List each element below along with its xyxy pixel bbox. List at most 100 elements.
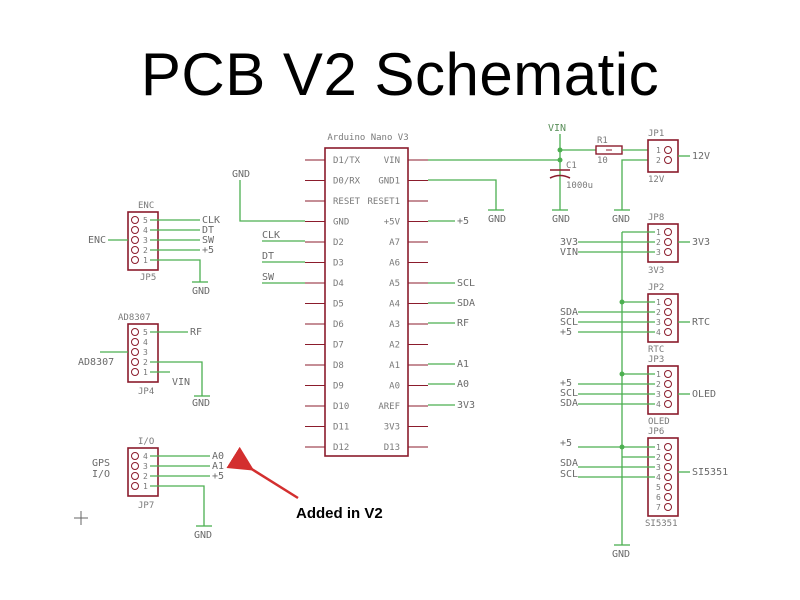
net-clk-enc: CLK [202,215,220,226]
pin-circle [131,338,139,346]
net-a1-io: A1 [212,461,224,472]
net-dt-enc: DT [202,225,214,236]
nano-right-pin-label: GND1 [378,177,400,187]
nano-left-pin-label: D9 [333,382,344,392]
pin-circle [664,370,672,378]
nano-right-pin-label: A7 [389,238,400,248]
jp8-value: 3V3 [648,266,664,276]
nano-right-pin-label: AREF [378,402,400,412]
net-scl-nano: SCL [457,278,475,289]
net-si5351: SI5351 [692,467,728,478]
pin-number: 4 [656,400,661,409]
pin-circle [131,368,139,376]
net-io-label: I/O [92,469,110,480]
nano-left-pin-label: D4 [333,279,344,289]
pin-circle [131,226,139,234]
net-scl-jp6: SCL [560,469,578,480]
net-3v3-nano: 3V3 [457,400,475,411]
pin-circle [664,380,672,388]
nano-left-pin-label: D0/RX [333,177,361,187]
nano-right-pin-label: A3 [389,320,400,330]
net-gps-label: GPS [92,458,110,469]
pin-number: 2 [656,380,661,389]
net-3v3-out: 3V3 [692,237,710,248]
nano-left-pin-label: D10 [333,402,349,412]
annotation-arrow-icon [226,446,299,500]
pin-circle [131,246,139,254]
pin-number: 5 [143,216,148,225]
pin-circle [664,318,672,326]
net-p5-io: +5 [212,471,224,482]
net-dt-nano: DT [262,251,274,262]
pin-circle [664,390,672,398]
io-ref: JP7 [138,501,154,511]
nano-left-wires: GND CLK DT SW [232,169,305,284]
nano-left-pin-label: D1/TX [333,156,361,166]
pin-circle [664,473,672,481]
net-gnd-jp1: GND [612,214,630,225]
pin-circle [131,348,139,356]
nano-right-pin-label: +5V [384,218,401,228]
pin-number: 2 [656,238,661,247]
nano-right-pin-label: A1 [389,361,400,371]
net-a1-nano: A1 [457,359,469,370]
net-gnd-2: GND [488,214,506,225]
slide-title: PCB V2 Schematic [140,41,660,108]
enc-name: ENC [138,201,154,211]
pin-circle [131,462,139,470]
pin-circle [131,256,139,264]
pin-number: 3 [143,236,148,245]
nano-label: Arduino Nano V3 [327,133,408,143]
pin-circle [131,472,139,480]
r1-ref: R1 [597,136,608,146]
nano-left-pin-label: D12 [333,443,349,453]
jp2-ref: JP2 [648,283,664,293]
net-sda-nano: SDA [457,298,475,309]
annotation-label: Added in V2 [296,505,383,522]
jp1-ref: JP1 [648,129,664,139]
pin-circle [664,298,672,306]
connector-jp1: JP1 12 12V 12V [647,129,710,185]
pin-circle [664,156,672,164]
nano-right-pin-label: A0 [389,382,400,392]
pin-circle [131,328,139,336]
io-name: I/O [138,437,154,447]
pin-circle [664,328,672,336]
net-sda-jp2: SDA [560,307,578,318]
nano-left-pin-label: D2 [333,238,344,248]
pin-number: 1 [656,370,661,379]
nano-left-pin-label: D5 [333,300,344,310]
net-a0-nano: A0 [457,379,469,390]
net-3v3-jp8: 3V3 [560,237,578,248]
pin-circle [131,236,139,244]
connector-jp8: JP8 123 3V3 3V3 VIN 3V3 [560,213,710,276]
pin-number: 2 [656,156,661,165]
net-a0-io: A0 [212,451,224,462]
pin-number: 4 [656,473,661,482]
pin-circle [664,463,672,471]
net-scl-jp2: SCL [560,317,578,328]
net-12v: 12V [692,151,710,162]
pin-number: 4 [656,328,661,337]
net-sda-jp6: SDA [560,458,578,469]
pin-number: 1 [143,482,148,491]
net-gnd-ad: GND [192,398,210,409]
pin-number: 2 [143,472,148,481]
pin-circle [664,400,672,408]
net-p5-jp2: +5 [560,327,572,338]
pin-number: 1 [656,443,661,452]
net-gnd-io: GND [194,530,212,541]
pin-number: 1 [143,256,148,265]
pin-number: 5 [656,483,661,492]
net-scl-jp3: SCL [560,388,578,399]
pin-number: 2 [656,308,661,317]
pin-circle [131,482,139,490]
nano-left-pin-label: D7 [333,341,344,351]
nano-right-pin-label: A6 [389,259,400,269]
pin-number: 3 [656,463,661,472]
pin-number: 3 [656,318,661,327]
nano-left-pin-label: D6 [333,320,344,330]
